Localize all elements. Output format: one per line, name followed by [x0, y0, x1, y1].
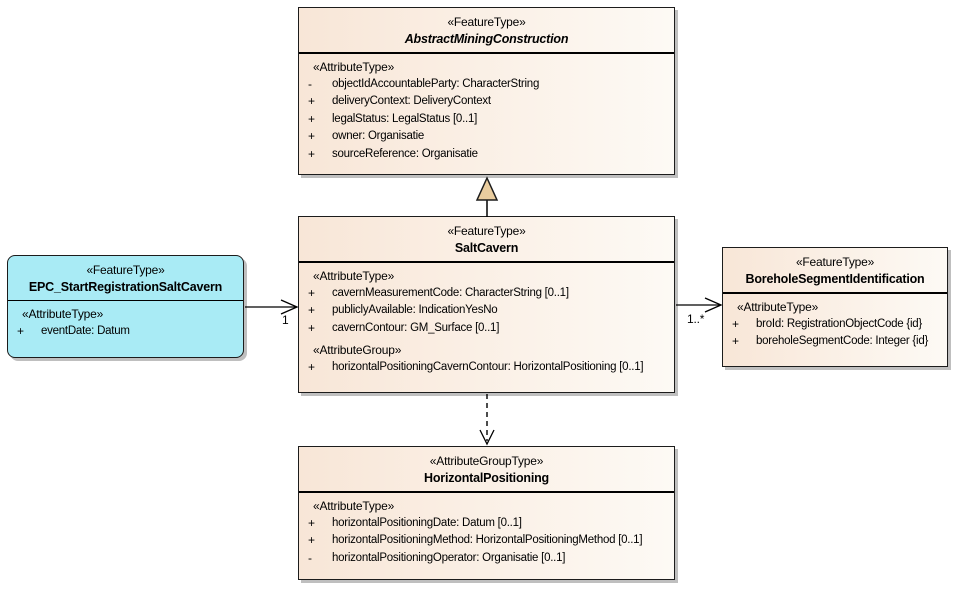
- class-stereotype: «AttributeGroupType»: [429, 454, 544, 468]
- class-attributes: «AttributeType» + horizontalPositioningD…: [299, 493, 674, 570]
- attribute-section-stereotype: «AttributeType»: [737, 300, 819, 314]
- class-abstractminingconstruction: «FeatureType» AbstractMiningConstruction…: [298, 7, 675, 175]
- attribute-row: + legalStatus: LegalStatus [0..1]: [308, 111, 478, 126]
- dependency-arrow: [479, 394, 495, 446]
- class-header: «AttributeGroupType» HorizontalPositioni…: [299, 447, 674, 493]
- attribute-row: + cavernMeasurementCode: CharacterString…: [308, 286, 569, 300]
- association-arrow-epc-saltcavern: [245, 299, 299, 315]
- generalization-arrow: [475, 176, 499, 217]
- class-saltcavern: «FeatureType» SaltCavern «AttributeType»…: [298, 216, 675, 393]
- class-header: «FeatureType» EPC_StartRegistrationSaltC…: [8, 256, 243, 301]
- class-boreholesegmentidentification: «FeatureType» BoreholeSegmentIdentificat…: [722, 247, 948, 367]
- attribute-row: + boreholeSegmentCode: Integer {id}: [732, 334, 929, 349]
- attribute-section-stereotype: «AttributeType»: [313, 60, 395, 74]
- attribute-row: + horizontalPositioningCavernContour: Ho…: [308, 360, 644, 375]
- class-name: BoreholeSegmentIdentification: [745, 272, 925, 286]
- attribute-row: + horizontalPositioningDate: Datum [0..1…: [308, 516, 522, 530]
- class-name: AbstractMiningConstruction: [404, 32, 569, 46]
- class-horizontalpositioning: «AttributeGroupType» HorizontalPositioni…: [298, 446, 675, 580]
- class-header: «FeatureType» BoreholeSegmentIdentificat…: [723, 248, 947, 294]
- class-stereotype: «FeatureType»: [447, 15, 526, 29]
- attribute-group-stereotype: «AttributeGroup»: [313, 343, 402, 358]
- class-attributes: «AttributeType» + cavernMeasurementCode:…: [299, 263, 674, 380]
- attribute-section-stereotype: «AttributeType»: [22, 307, 104, 321]
- class-stereotype: «FeatureType»: [795, 255, 875, 269]
- class-attributes: «AttributeType» + broId: RegistrationObj…: [723, 294, 947, 354]
- class-header: «FeatureType» SaltCavern: [299, 217, 674, 263]
- attribute-row: + owner: Organisatie: [308, 129, 425, 144]
- attribute-row: + horizontalPositioningMethod: Horizonta…: [308, 533, 643, 548]
- class-name: EPC_StartRegistrationSaltCavern: [28, 280, 223, 294]
- class-epc-startregistrationsaltcavern: «FeatureType» EPC_StartRegistrationSaltC…: [7, 255, 244, 358]
- class-stereotype: «FeatureType»: [86, 263, 165, 277]
- attribute-row: + cavernContour: GM_Surface [0..1]: [308, 320, 500, 335]
- attribute-row: + broId: RegistrationObjectCode {id}: [732, 317, 923, 331]
- class-attributes: «AttributeType» - objectIdAccountablePar…: [299, 54, 674, 166]
- attribute-section-stereotype: «AttributeType»: [313, 269, 395, 283]
- attribute-row: + deliveryContext: DeliveryContext: [308, 94, 491, 109]
- multiplicity-label-epc-saltcavern: 1: [282, 313, 289, 327]
- association-arrow-saltcavern-borehole: [676, 297, 723, 313]
- class-stereotype: «FeatureType»: [447, 224, 526, 238]
- attribute-row: + publiclyAvailable: IndicationYesNo: [308, 303, 498, 318]
- class-header: «FeatureType» AbstractMiningConstruction: [299, 8, 674, 54]
- attribute-row: - horizontalPositioningOperator: Organis…: [308, 550, 566, 565]
- class-attributes: «AttributeType» + eventDate: Datum: [8, 301, 243, 343]
- attribute-row: - objectIdAccountableParty: CharacterStr…: [308, 77, 540, 91]
- class-name: SaltCavern: [454, 241, 519, 255]
- attribute-row: + sourceReference: Organisatie: [308, 146, 478, 161]
- class-name: HorizontalPositioning: [424, 471, 549, 485]
- multiplicity-label-saltcavern-borehole: 1..*: [687, 312, 705, 326]
- attribute-row: + eventDate: Datum: [17, 324, 130, 338]
- attribute-section-stereotype: «AttributeType»: [313, 499, 395, 513]
